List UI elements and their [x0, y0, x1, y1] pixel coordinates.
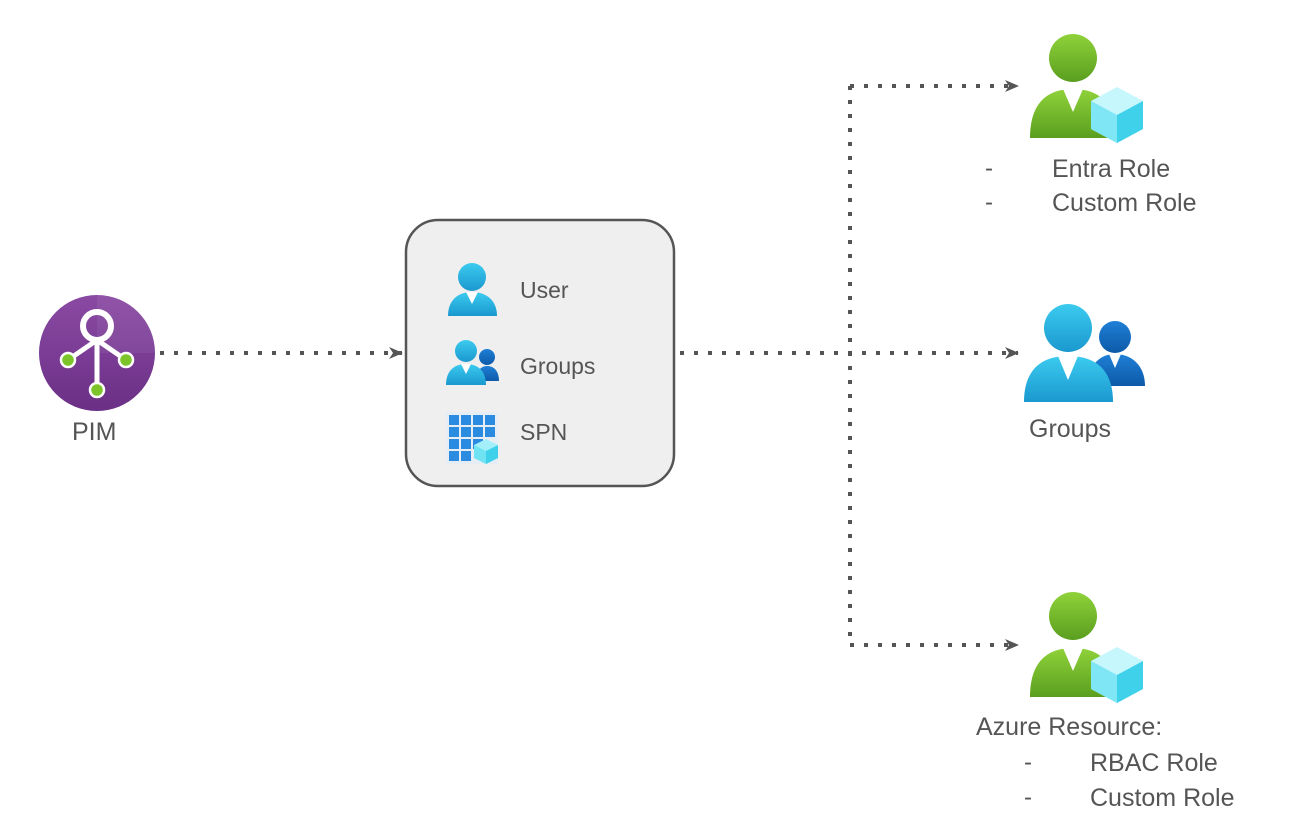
azure-role-2: Custom Role: [1090, 784, 1235, 812]
principal-label-groups: Groups: [520, 353, 596, 379]
entra-admin-user-icon[interactable]: [1030, 34, 1143, 143]
azure-bullet-2: -: [1024, 784, 1032, 811]
cube-icon: [1091, 647, 1143, 703]
azure-admin-user-icon[interactable]: [1030, 592, 1143, 703]
pim-icon[interactable]: [39, 295, 155, 411]
azure-role-1: RBAC Role: [1090, 749, 1218, 777]
entra-bullet-1: -: [985, 155, 993, 182]
cube-icon: [1091, 87, 1143, 143]
entra-role-2: Custom Role: [1052, 189, 1197, 217]
cube-icon: [474, 439, 498, 464]
principal-label-user: User: [520, 277, 569, 303]
user-icon: [448, 263, 497, 316]
groups-icon: [446, 340, 499, 385]
spn-icon: [446, 412, 498, 464]
pim-label: PIM: [72, 418, 117, 446]
connectors: [160, 80, 1019, 651]
entra-bullet-2: -: [985, 189, 993, 216]
azure-bullet-1: -: [1024, 749, 1032, 776]
principal-label-spn: SPN: [520, 419, 568, 445]
target-groups-icon[interactable]: [1024, 304, 1145, 402]
azure-title: Azure Resource:: [976, 713, 1163, 741]
groups-target-label: Groups: [1029, 415, 1111, 443]
entra-role-1: Entra Role: [1052, 155, 1171, 183]
